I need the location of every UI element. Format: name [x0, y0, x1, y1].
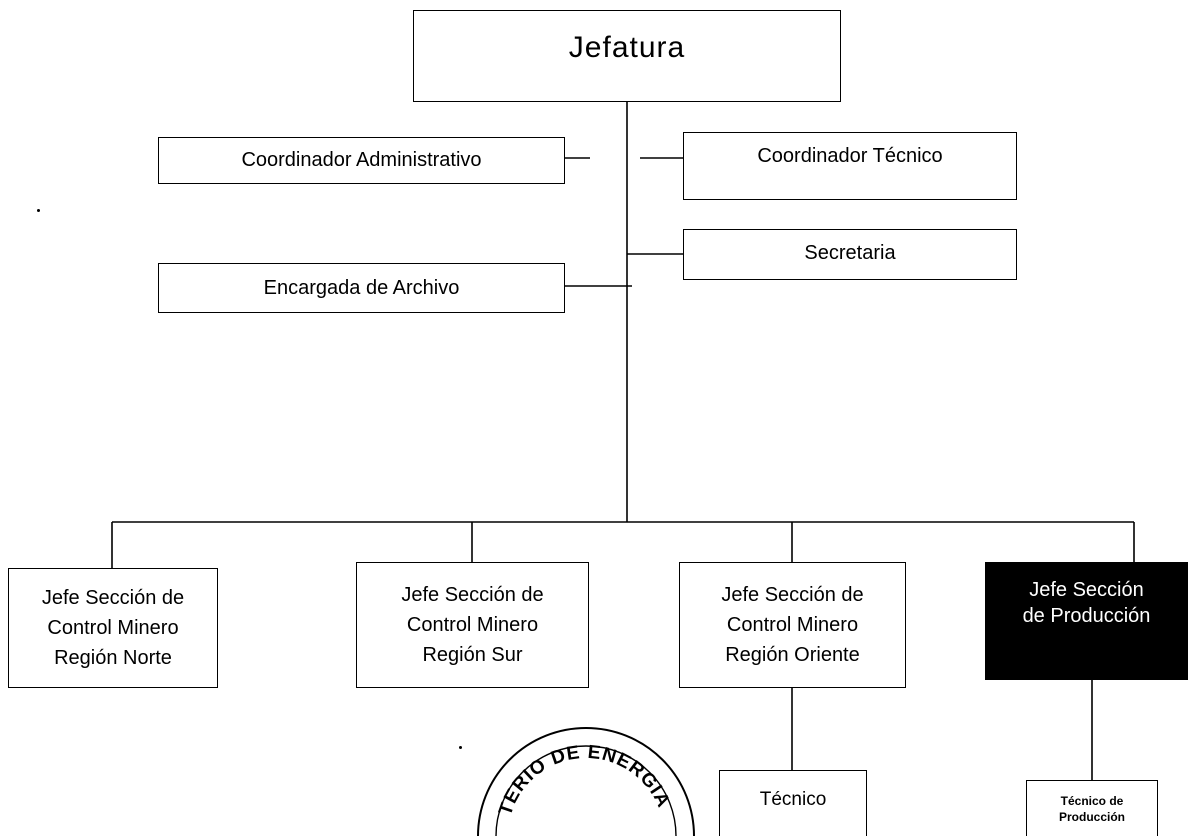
- section-sur-label: Jefe Sección de Control Minero Región Su…: [401, 584, 544, 666]
- archivo-label: Encargada de Archivo: [263, 276, 460, 299]
- scan-speck: [459, 746, 462, 749]
- secretaria-label: Secretaria: [804, 242, 896, 264]
- section-produccion-box: Jefe Sección de Producción: [985, 562, 1188, 680]
- coord-admin-box: Coordinador Administrativo: [158, 137, 565, 184]
- section-oriente-label: Jefe Sección de Control Minero Región Or…: [721, 584, 864, 666]
- jefatura-box: Jefatura: [413, 10, 841, 102]
- coord-tecnico-label: Coordinador Técnico: [757, 145, 943, 167]
- coord-tecnico-box: Coordinador Técnico: [683, 132, 1017, 200]
- scan-speck: [37, 209, 40, 212]
- svg-text:TERIO DE ENERGIA: TERIO DE ENERGIA: [495, 742, 674, 818]
- tecnico-produccion-box: Técnico de Producción: [1026, 780, 1158, 836]
- section-norte-box: Jefe Sección de Control Minero Región No…: [8, 568, 218, 688]
- tecnico-box: Técnico: [719, 770, 867, 836]
- section-produccion-label: Jefe Sección de Producción: [1022, 579, 1151, 627]
- secretaria-box: Secretaria: [683, 229, 1017, 280]
- coord-admin-label: Coordinador Administrativo: [241, 149, 482, 171]
- tecnico-label: Técnico: [759, 789, 827, 810]
- tecnico-produccion-label: Técnico de Producción: [1058, 794, 1125, 824]
- section-sur-box: Jefe Sección de Control Minero Región Su…: [356, 562, 589, 688]
- seal-stamp: TERIO DE ENERGIA: [477, 727, 695, 836]
- jefatura-label: Jefatura: [568, 31, 686, 64]
- section-norte-label: Jefe Sección de Control Minero Región No…: [41, 587, 185, 669]
- archivo-box: Encargada de Archivo: [158, 263, 565, 313]
- section-oriente-box: Jefe Sección de Control Minero Región Or…: [679, 562, 906, 688]
